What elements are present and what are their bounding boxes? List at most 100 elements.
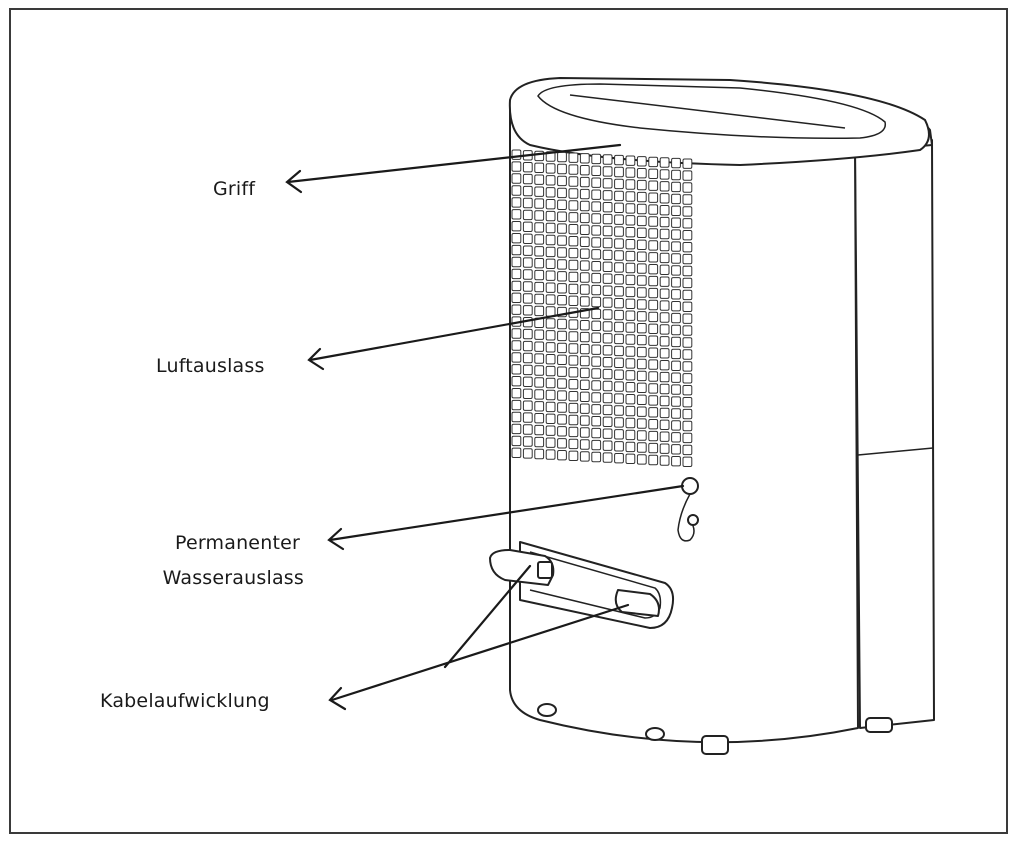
grille-cell	[614, 417, 624, 428]
leader-arrow-luftauslass	[307, 306, 600, 371]
grille-cell	[545, 294, 556, 305]
grille-cell	[636, 382, 647, 394]
grille-cell	[522, 162, 533, 173]
grille-cell	[545, 222, 556, 234]
grille-cell	[591, 404, 602, 415]
grille-cell	[625, 298, 636, 310]
grille-cell	[568, 414, 579, 426]
grille-cell	[545, 282, 556, 293]
grille-cell	[648, 252, 659, 263]
grille-cell	[557, 247, 567, 258]
grille-cell	[511, 197, 522, 208]
grille-cell	[659, 324, 670, 335]
grille-cell	[614, 166, 624, 178]
grille-cell	[568, 188, 579, 199]
grille-cell	[557, 402, 567, 413]
device-top-rim	[508, 77, 930, 166]
grille-cell	[522, 364, 533, 376]
grille-cell	[648, 311, 659, 323]
grille-cell	[557, 342, 567, 354]
grille-cell	[557, 366, 567, 377]
grille-cell	[591, 201, 602, 212]
grille-cell	[511, 304, 522, 315]
grille-cell	[659, 395, 670, 407]
cable-wrap-bracket	[489, 541, 675, 629]
grille-cell	[591, 451, 602, 463]
grille-cell	[579, 284, 590, 295]
label-griff: Griff	[213, 178, 256, 200]
grille-cell	[534, 162, 545, 174]
grille-cell	[534, 377, 545, 388]
grille-cell	[591, 368, 602, 379]
grille-cell	[591, 320, 602, 332]
grille-cell	[625, 215, 636, 226]
grille-cell	[534, 413, 545, 424]
grille-cell	[659, 431, 670, 442]
grille-cell	[557, 354, 567, 366]
grille-cell	[522, 436, 533, 447]
grille-cell	[682, 301, 693, 313]
grille-cell	[602, 237, 613, 249]
grille-cell	[659, 216, 670, 228]
grille-cell	[659, 205, 670, 216]
grille-cell	[522, 209, 533, 221]
grille-cell	[557, 426, 567, 437]
grille-cell	[511, 399, 522, 411]
grille-cell	[568, 295, 579, 307]
grille-cell	[579, 188, 590, 200]
grille-cell	[557, 211, 567, 222]
grille-cell	[602, 202, 613, 213]
grille-cell	[545, 389, 556, 401]
grille-cell	[648, 371, 659, 382]
grille-cell	[625, 394, 636, 405]
grille-cell	[534, 174, 545, 185]
grille-cell	[522, 376, 533, 388]
leader-arrow-griff	[285, 143, 622, 194]
grille-cell	[522, 340, 533, 352]
grille-cell	[636, 179, 647, 191]
grille-cell	[648, 359, 659, 370]
grille-cell	[534, 258, 545, 269]
grille-cell	[636, 203, 647, 215]
grille-cell	[636, 394, 647, 406]
grille-cell	[625, 274, 636, 286]
grille-cell	[659, 181, 670, 192]
grille-cell	[671, 348, 681, 360]
grille-cell	[557, 283, 567, 294]
grille-cell	[534, 365, 545, 376]
grille-cell	[614, 214, 624, 225]
grille-cell	[511, 173, 522, 184]
grille-cell	[682, 408, 693, 420]
grille-cell	[648, 430, 659, 442]
grille-cell	[614, 393, 624, 404]
grille-cell	[682, 158, 693, 169]
grille-cell	[557, 330, 567, 342]
grille-cell	[579, 451, 590, 462]
grille-cell	[545, 413, 556, 425]
grille-cell	[557, 438, 567, 449]
grille-cell	[522, 424, 533, 435]
grille-cell	[511, 411, 522, 423]
grille-cell	[545, 163, 556, 174]
grille-cell	[602, 380, 613, 392]
grille-cell	[602, 213, 613, 225]
grille-cell	[659, 371, 670, 383]
grille-cell	[671, 181, 681, 193]
grille-cell	[659, 157, 670, 168]
grille-cell	[625, 370, 636, 381]
grille-cell	[614, 381, 624, 392]
grille-cell	[545, 330, 556, 341]
grille-cell	[579, 439, 590, 450]
grille-cell	[625, 429, 636, 441]
grille-cell	[636, 311, 647, 322]
grille-cell	[591, 416, 602, 427]
device-side-panel	[854, 139, 935, 729]
grille-cell	[557, 295, 567, 306]
grille-cell	[557, 223, 567, 234]
grille-cell	[602, 368, 613, 380]
grille-cell	[534, 198, 545, 209]
grille-cell	[671, 432, 681, 443]
grille-cell	[648, 156, 659, 168]
grille-cell	[591, 344, 602, 355]
grille-cell	[636, 299, 647, 310]
